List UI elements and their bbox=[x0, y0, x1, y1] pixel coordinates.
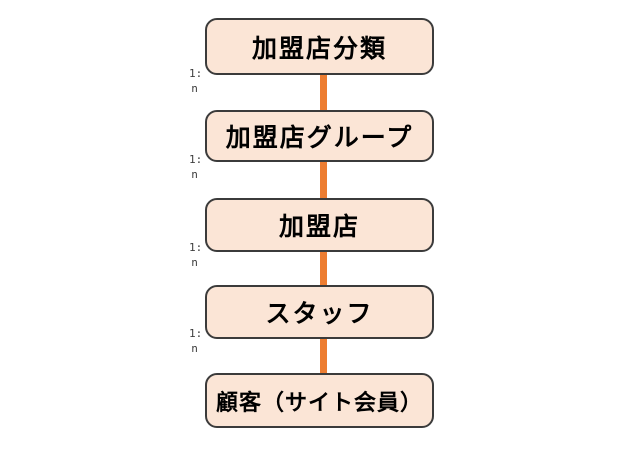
edge-cardinality-label: 1:n bbox=[189, 327, 203, 355]
edge-cardinality-label: 1:n bbox=[189, 241, 203, 269]
node-merchant-category: 加盟店分類 bbox=[205, 18, 434, 75]
node-merchant: 加盟店 bbox=[205, 198, 434, 252]
edge-cardinality-label: 1:n bbox=[189, 67, 203, 95]
node-label: 加盟店分類 bbox=[251, 33, 387, 63]
node-label: 顧客（サイト会員） bbox=[215, 390, 423, 416]
node-label: 加盟店グループ bbox=[225, 123, 414, 152]
node-label: 加盟店 bbox=[278, 212, 360, 241]
node-merchant-group: 加盟店グループ bbox=[205, 110, 434, 162]
edge-cardinality-label: 1:n bbox=[189, 153, 203, 181]
node-staff: スタッフ bbox=[205, 285, 434, 339]
node-label: スタッフ bbox=[265, 299, 374, 328]
node-customer-site-member: 顧客（サイト会員） bbox=[205, 373, 434, 428]
